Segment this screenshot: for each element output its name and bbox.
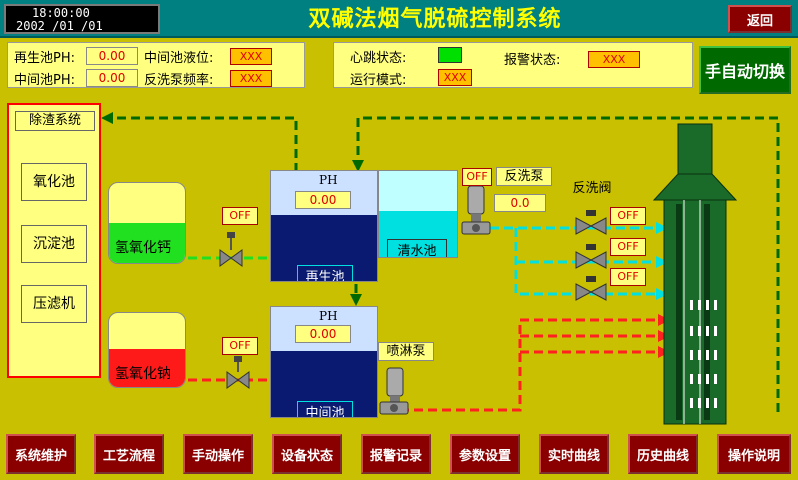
mid-ph-label: 中间池PH: <box>14 73 75 88</box>
title-bar: 18:00:00 2002 /01 /01 双碱法烟气脱硫控制系统 返回 <box>0 0 798 38</box>
mid-tank: PH 0.00 中间池 <box>270 306 378 418</box>
naoh-valve-icon[interactable] <box>226 356 250 389</box>
status-panel-left: 再生池PH: 0.00 中间池液位: XXX 中间池PH: 0.00 反洗泵频率… <box>7 42 305 88</box>
backwash-valve-1-icon[interactable] <box>575 210 607 235</box>
process-diagram <box>101 112 780 425</box>
oxidation-tank-button[interactable]: 氧化池 <box>21 163 87 201</box>
regen-tank-ph-value: 0.00 <box>295 191 351 209</box>
app-title: 双碱法烟气脱硫控制系统 <box>308 6 562 32</box>
mid-down-arrow <box>350 294 362 306</box>
heartbeat-indicator <box>438 47 462 63</box>
regen-ph-label: 再生池PH: <box>14 51 75 66</box>
naoh-tank-level <box>109 349 185 387</box>
nav-manual-operation-button[interactable]: 手动操作 <box>183 434 253 474</box>
alarm-label: 报警状态: <box>504 53 561 68</box>
backwash-valve-3-icon[interactable] <box>575 276 607 301</box>
nav-instructions-button[interactable]: 操作说明 <box>717 434 791 474</box>
slag-return-pipe <box>108 116 298 172</box>
naoh-tank: 氢氧化钠 <box>108 312 186 388</box>
backwash-valve-label: 反洗阀 <box>572 181 612 196</box>
nav-parameter-settings-button[interactable]: 参数设置 <box>450 434 520 474</box>
spray-pump-icon[interactable] <box>379 367 409 415</box>
status-panel-right: 心跳状态: 报警状态: XXX 运行模式: XXX <box>333 42 693 88</box>
backwash-freq-label: 反洗泵频率: <box>144 73 214 88</box>
backwash-valve-1-status: OFF <box>610 207 646 225</box>
mid-ph-value: 0.00 <box>86 69 138 87</box>
regen-tank: PH 0.00 再生池 <box>270 170 378 282</box>
nav-history-curve-button[interactable]: 历史曲线 <box>628 434 698 474</box>
nav-alarm-log-button[interactable]: 报警记录 <box>361 434 431 474</box>
backwash-valve-3-status: OFF <box>610 268 646 286</box>
mid-tank-label: 中间池 <box>297 401 353 417</box>
red-pipes <box>188 318 662 412</box>
clear-water-tank-label: 清水池 <box>387 239 447 257</box>
nav-process-flow-button[interactable]: 工艺流程 <box>94 434 164 474</box>
caoh-valve-status: OFF <box>222 207 258 225</box>
sediment-tank-button[interactable]: 沉淀池 <box>21 225 87 263</box>
clear-water-tank: 清水池 <box>378 170 458 258</box>
nav-system-maintenance-button[interactable]: 系统维护 <box>6 434 76 474</box>
backwash-valve-2-icon[interactable] <box>575 244 607 269</box>
back-button[interactable]: 返回 <box>728 5 792 33</box>
nav-realtime-curve-button[interactable]: 实时曲线 <box>539 434 609 474</box>
mid-level-value: XXX <box>230 48 272 65</box>
backwash-pump-label: 反洗泵 <box>496 167 552 186</box>
regen-ph-title: PH <box>319 173 338 187</box>
caoh-tank-level <box>109 223 185 263</box>
clear-water-level <box>379 211 457 257</box>
manual-auto-switch-button[interactable]: 手自动切换 <box>699 46 791 94</box>
backwash-pump-icon[interactable] <box>461 185 491 235</box>
nav-device-status-button[interactable]: 设备状态 <box>272 434 342 474</box>
chimney-return-pipe <box>356 116 780 412</box>
caoh-tank: 氢氧化钙 <box>108 182 186 264</box>
clock-date: 2002 /01 /01 <box>16 19 103 33</box>
mid-tank-ph-value: 0.00 <box>295 325 351 343</box>
slag-arrow <box>101 112 113 124</box>
backwash-pump-value: 0.0 <box>494 194 546 212</box>
slag-system-title: 除渣系统 <box>15 111 95 131</box>
slag-system-panel: 除渣系统 氧化池 沉淀池 压滤机 <box>7 103 101 378</box>
regen-ph-value: 0.00 <box>86 47 138 65</box>
naoh-tank-label: 氢氧化钠 <box>115 366 171 382</box>
absorption-tower <box>652 123 738 425</box>
regen-tank-level <box>271 215 377 281</box>
naoh-valve-status: OFF <box>222 337 258 355</box>
alarm-value: XXX <box>588 51 640 68</box>
filter-press-button[interactable]: 压滤机 <box>21 285 87 323</box>
spray-pump-label: 喷淋泵 <box>378 342 434 361</box>
backwash-freq-value: XXX <box>230 70 272 87</box>
regen-tank-label: 再生池 <box>297 265 353 281</box>
mid-level-label: 中间池液位: <box>144 51 214 66</box>
regen-down-arrow <box>352 160 364 172</box>
clock-display: 18:00:00 2002 /01 /01 <box>4 4 160 34</box>
backwash-pump-status: OFF <box>462 168 492 186</box>
run-mode-label: 运行模式: <box>350 73 407 88</box>
caoh-tank-label: 氢氧化钙 <box>115 240 171 256</box>
bottom-nav: 系统维护 工艺流程 手动操作 设备状态 报警记录 参数设置 实时曲线 历史曲线 … <box>0 428 798 480</box>
mid-ph-title: PH <box>319 309 338 323</box>
caoh-valve-icon[interactable] <box>219 232 243 267</box>
clock-time: 18:00:00 <box>32 6 90 20</box>
heartbeat-label: 心跳状态: <box>350 51 407 66</box>
mid-tank-level <box>271 351 377 417</box>
backwash-valve-2-status: OFF <box>610 238 646 256</box>
run-mode-value: XXX <box>438 69 472 86</box>
